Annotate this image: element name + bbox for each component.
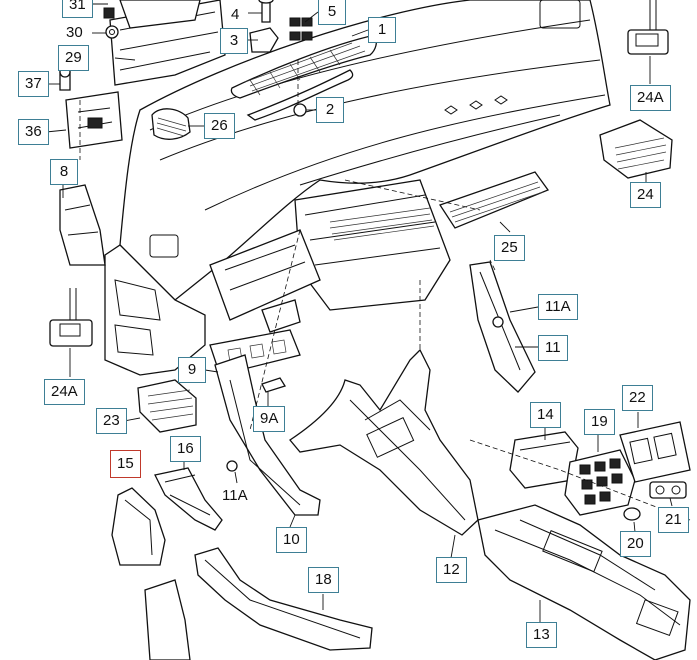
part-19-switch-panel xyxy=(564,449,636,516)
part-20-21-switches xyxy=(623,481,687,521)
callout-8[interactable]: 8 xyxy=(50,159,78,185)
callout-24A-left[interactable]: 24A xyxy=(44,379,85,405)
sensor-left xyxy=(49,288,93,347)
left-end-cap xyxy=(59,184,206,376)
callout-11A-right[interactable]: 11A xyxy=(538,294,578,320)
left-upper-vent xyxy=(151,108,191,140)
callout-1[interactable]: 1 xyxy=(368,17,396,43)
callout-14[interactable]: 14 xyxy=(530,402,561,428)
duct-16 xyxy=(154,467,223,531)
callout-24A-top[interactable]: 24A xyxy=(630,85,671,111)
callout-15[interactable]: 15 xyxy=(110,450,141,478)
callout-11[interactable]: 11 xyxy=(538,335,568,361)
left-lower-vent xyxy=(137,379,197,433)
center-vents xyxy=(439,171,550,229)
callout-29[interactable]: 29 xyxy=(58,45,89,71)
right-side-vent xyxy=(599,119,673,179)
callout-3[interactable]: 3 xyxy=(220,28,248,54)
assembly-guide-lines xyxy=(79,60,691,521)
part-22-frame xyxy=(619,421,691,483)
callout-25[interactable]: 25 xyxy=(494,235,525,261)
callout-10[interactable]: 10 xyxy=(276,527,307,553)
callout-21[interactable]: 21 xyxy=(658,507,689,533)
callout-20[interactable]: 20 xyxy=(620,531,651,557)
callout-4[interactable]: 4 xyxy=(231,6,240,23)
callout-18[interactable]: 18 xyxy=(308,567,339,593)
defrost-vent-grille xyxy=(230,34,377,121)
footwell-duct xyxy=(209,261,536,516)
callout-30[interactable]: 30 xyxy=(66,24,83,41)
callout-12[interactable]: 12 xyxy=(436,557,467,583)
callout-16[interactable]: 16 xyxy=(170,436,201,462)
callout-37[interactable]: 37 xyxy=(18,71,49,97)
callout-9A[interactable]: 9A xyxy=(253,406,286,432)
duct-15 xyxy=(111,487,166,566)
duct-18 xyxy=(144,547,373,660)
dashboard-panel xyxy=(119,0,611,301)
leader-lines xyxy=(45,3,673,622)
callout-31[interactable]: 31 xyxy=(62,0,93,18)
callout-23[interactable]: 23 xyxy=(96,408,127,434)
callout-36[interactable]: 36 xyxy=(18,119,49,145)
callout-2[interactable]: 2 xyxy=(316,97,344,123)
rear-console xyxy=(477,504,691,660)
callout-11A-left[interactable]: 11A xyxy=(222,487,248,504)
center-duct-assembly xyxy=(209,179,451,321)
callout-19[interactable]: 19 xyxy=(584,409,615,435)
callout-24-right[interactable]: 24 xyxy=(630,182,661,208)
callout-5[interactable]: 5 xyxy=(318,0,346,25)
center-console xyxy=(289,348,479,536)
callout-9[interactable]: 9 xyxy=(178,357,206,383)
glovebox-bracket xyxy=(103,0,226,86)
callout-26[interactable]: 26 xyxy=(204,113,235,139)
sensor-top-right xyxy=(627,0,669,55)
callout-13[interactable]: 13 xyxy=(526,622,557,648)
callout-22[interactable]: 22 xyxy=(622,385,653,411)
